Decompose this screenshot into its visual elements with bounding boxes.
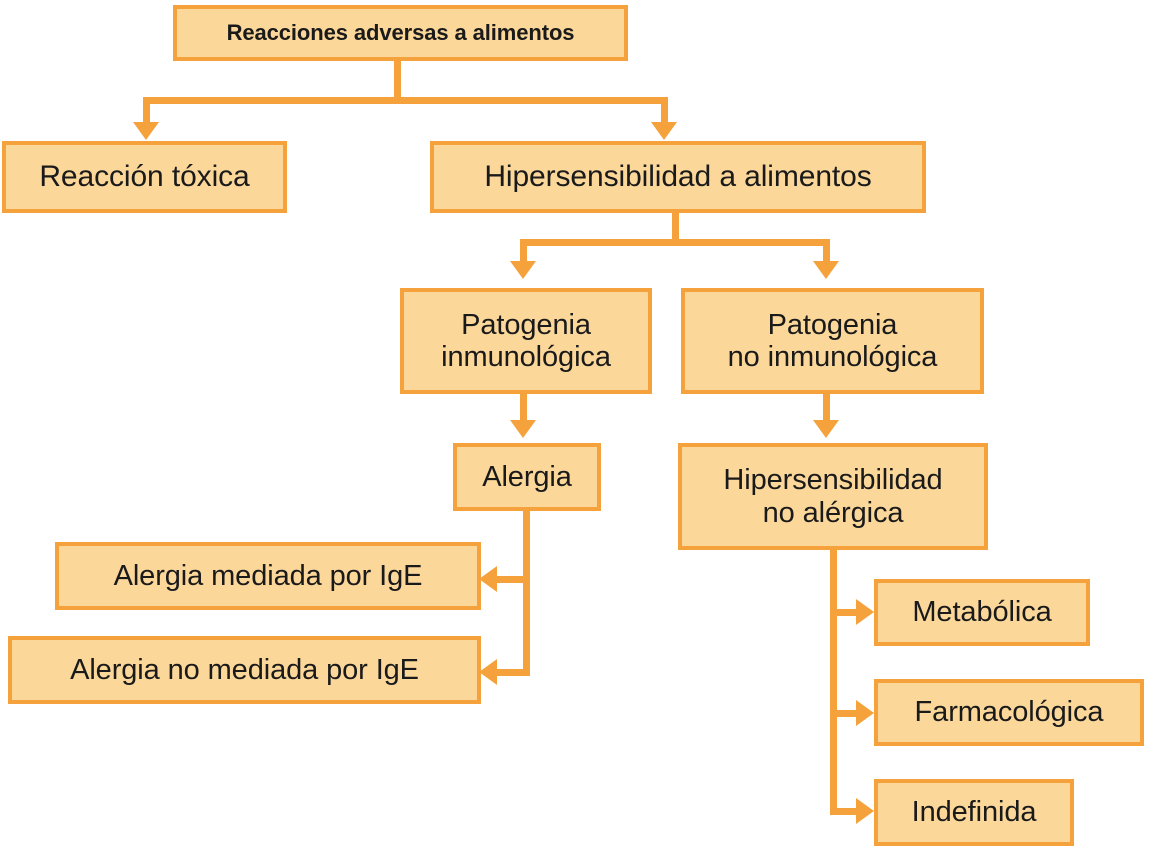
node-alergia-mediada-por-ige[interactable]: Alergia mediada por IgE [55, 542, 481, 610]
connector-hipersens-stem [672, 212, 679, 246]
arrow-to-metabolica [856, 599, 874, 625]
arrow-to-alergia-mediada-ige [479, 566, 497, 592]
node-alergia-no-mediada-por-ige[interactable]: Alergia no mediada por IgE [8, 636, 481, 704]
node-label: Patogenia no inmunológica [727, 308, 938, 373]
connector-alergia-to-ige-si [497, 576, 530, 583]
node-patogenia-inmunologica[interactable]: Patogenia inmunológica [400, 288, 652, 394]
node-hipersensibilidad-no-alergica[interactable]: Hipersensibilidad no alérgica [678, 443, 988, 550]
node-label: Reacciones adversas a alimentos [226, 19, 575, 45]
arrow-to-indefinida [856, 798, 874, 824]
node-label: Indefinida [911, 796, 1037, 829]
connector-root-right-drop [661, 97, 668, 125]
node-label: Patogenia inmunológica [441, 308, 611, 373]
arrow-to-patogenia-no-inmunologica [813, 261, 839, 279]
node-patogenia-no-inmunologica[interactable]: Patogenia no inmunológica [681, 288, 984, 394]
node-label: Alergia no mediada por IgE [70, 653, 419, 686]
connector-patogenia-noinm-stem [823, 393, 830, 423]
connector-hs-to-metabolica [830, 609, 858, 616]
connector-alergia-stem [523, 510, 530, 676]
node-label: Alergia mediada por IgE [113, 559, 423, 592]
connector-root-bar [143, 97, 668, 104]
node-label: Alergia [482, 460, 572, 493]
node-label: Metabólica [912, 596, 1052, 629]
arrow-to-alergia-no-mediada-ige [479, 659, 497, 685]
connector-root-left-drop [143, 97, 150, 125]
arrow-to-farmacologica [856, 700, 874, 726]
connector-hs-to-farmacologica [830, 710, 858, 717]
node-label: Farmacológica [914, 696, 1104, 729]
node-label: Reacción tóxica [39, 160, 250, 194]
connector-hipersens-right-drop [823, 239, 830, 264]
node-alergia[interactable]: Alergia [453, 443, 601, 511]
connector-hs-noalergica-stem [830, 549, 837, 815]
node-indefinida[interactable]: Indefinida [874, 779, 1074, 846]
node-reacciones-adversas-a-alimentos[interactable]: Reacciones adversas a alimentos [173, 5, 628, 61]
node-label: Hipersensibilidad a alimentos [484, 160, 872, 194]
node-farmacologica[interactable]: Farmacológica [874, 679, 1144, 746]
connector-hipersens-left-drop [520, 239, 527, 264]
arrow-to-alergia [510, 420, 536, 438]
connector-patogenia-inm-stem [520, 393, 527, 423]
node-label: Hipersensibilidad no alérgica [723, 464, 943, 529]
connector-hipersens-bar [520, 239, 830, 246]
arrow-to-hipersensibilidad-no-alergica [813, 420, 839, 438]
arrow-to-patogenia-inmunologica [510, 261, 536, 279]
arrow-to-hipersensibilidad [651, 122, 677, 140]
connector-alergia-to-ige-no [497, 669, 530, 676]
arrow-to-reaccion-toxica [133, 122, 159, 140]
connector-root-stem [394, 60, 401, 100]
connector-hs-to-indefinida [830, 808, 858, 815]
node-reaccion-toxica[interactable]: Reacción tóxica [2, 141, 287, 213]
node-metabolica[interactable]: Metabólica [874, 579, 1090, 646]
node-hipersensibilidad-a-alimentos[interactable]: Hipersensibilidad a alimentos [430, 141, 926, 213]
